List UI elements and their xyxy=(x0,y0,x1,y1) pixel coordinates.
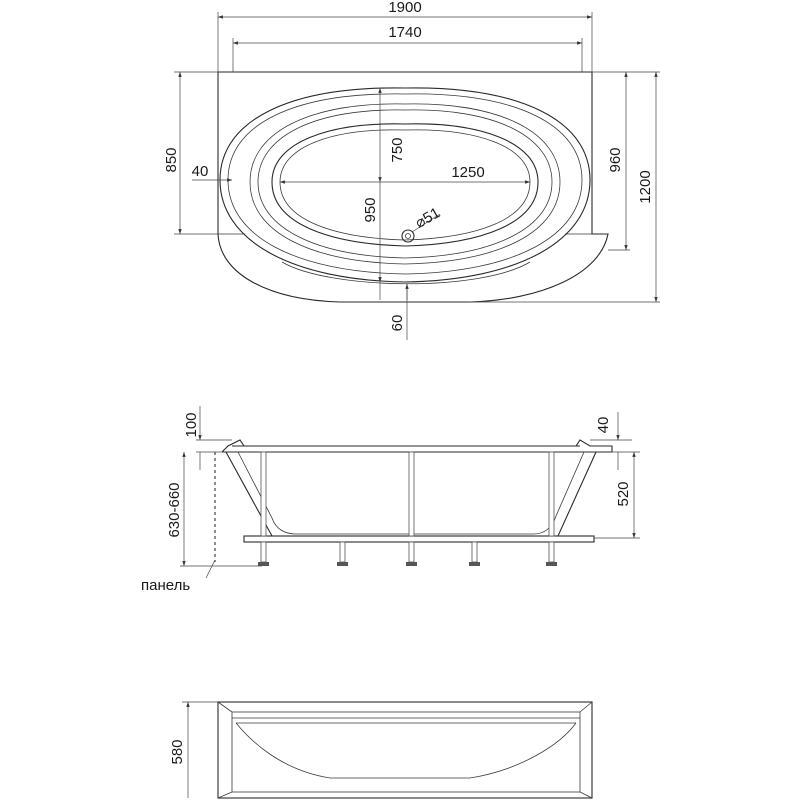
drain-hole xyxy=(401,229,415,243)
dim-bowl-length: 1250 xyxy=(451,164,484,181)
tub-bowl-inner xyxy=(279,129,531,241)
panel-leader-line xyxy=(205,559,216,579)
side-frame-post-right xyxy=(548,451,555,537)
side-frame-post-left xyxy=(260,451,267,537)
tub-step-inner-outline xyxy=(257,109,553,259)
side-frame-base xyxy=(243,535,595,543)
dim-tub-depth: 520 xyxy=(615,481,632,506)
dim-outer-width: 1900 xyxy=(388,0,421,16)
front-panel-curve xyxy=(235,722,577,779)
dim-bowl-length-half: 750 xyxy=(389,137,406,162)
tub-bowl xyxy=(271,123,539,247)
dim-inner-width: 1740 xyxy=(388,24,421,41)
dim-total-height: 630-660 xyxy=(166,482,183,537)
side-frame-post-center xyxy=(408,451,415,537)
dim-rim-left: 40 xyxy=(192,163,209,180)
dim-depth-left: 850 xyxy=(163,147,180,172)
side-feet xyxy=(258,541,557,566)
tub-front-arc xyxy=(281,261,531,285)
panel-label: панель xyxy=(141,577,190,594)
drain-leader-line xyxy=(411,213,441,233)
side-view: 100 630-660 панель 40 520 xyxy=(141,406,640,594)
dim-rim-right: 40 xyxy=(595,417,612,434)
dim-drain: ⌀51 xyxy=(412,204,443,232)
front-panel-inner xyxy=(231,711,581,793)
side-rim-right-lip xyxy=(575,439,613,452)
front-view: 580 xyxy=(169,701,593,799)
front-panel-outer xyxy=(217,701,593,799)
dim-right-depth: 960 xyxy=(607,147,624,172)
tub-step-outline xyxy=(249,103,561,265)
tub-outer-contour xyxy=(217,71,609,303)
dim-rim-height: 100 xyxy=(183,412,200,437)
dim-bowl-width: 950 xyxy=(362,197,379,222)
dim-overall-depth: 1200 xyxy=(637,170,654,203)
tub-rim-inner-outline xyxy=(227,93,583,275)
top-view: 1900 1740 850 40 750 1250 950 ⌀51 60 xyxy=(163,0,660,340)
side-rim-left-lip xyxy=(221,439,245,453)
tub-rim-outline xyxy=(219,87,591,283)
dim-panel-height: 580 xyxy=(169,739,186,764)
drain-hole-inner xyxy=(405,233,411,239)
dim-front-offset: 60 xyxy=(389,315,406,332)
